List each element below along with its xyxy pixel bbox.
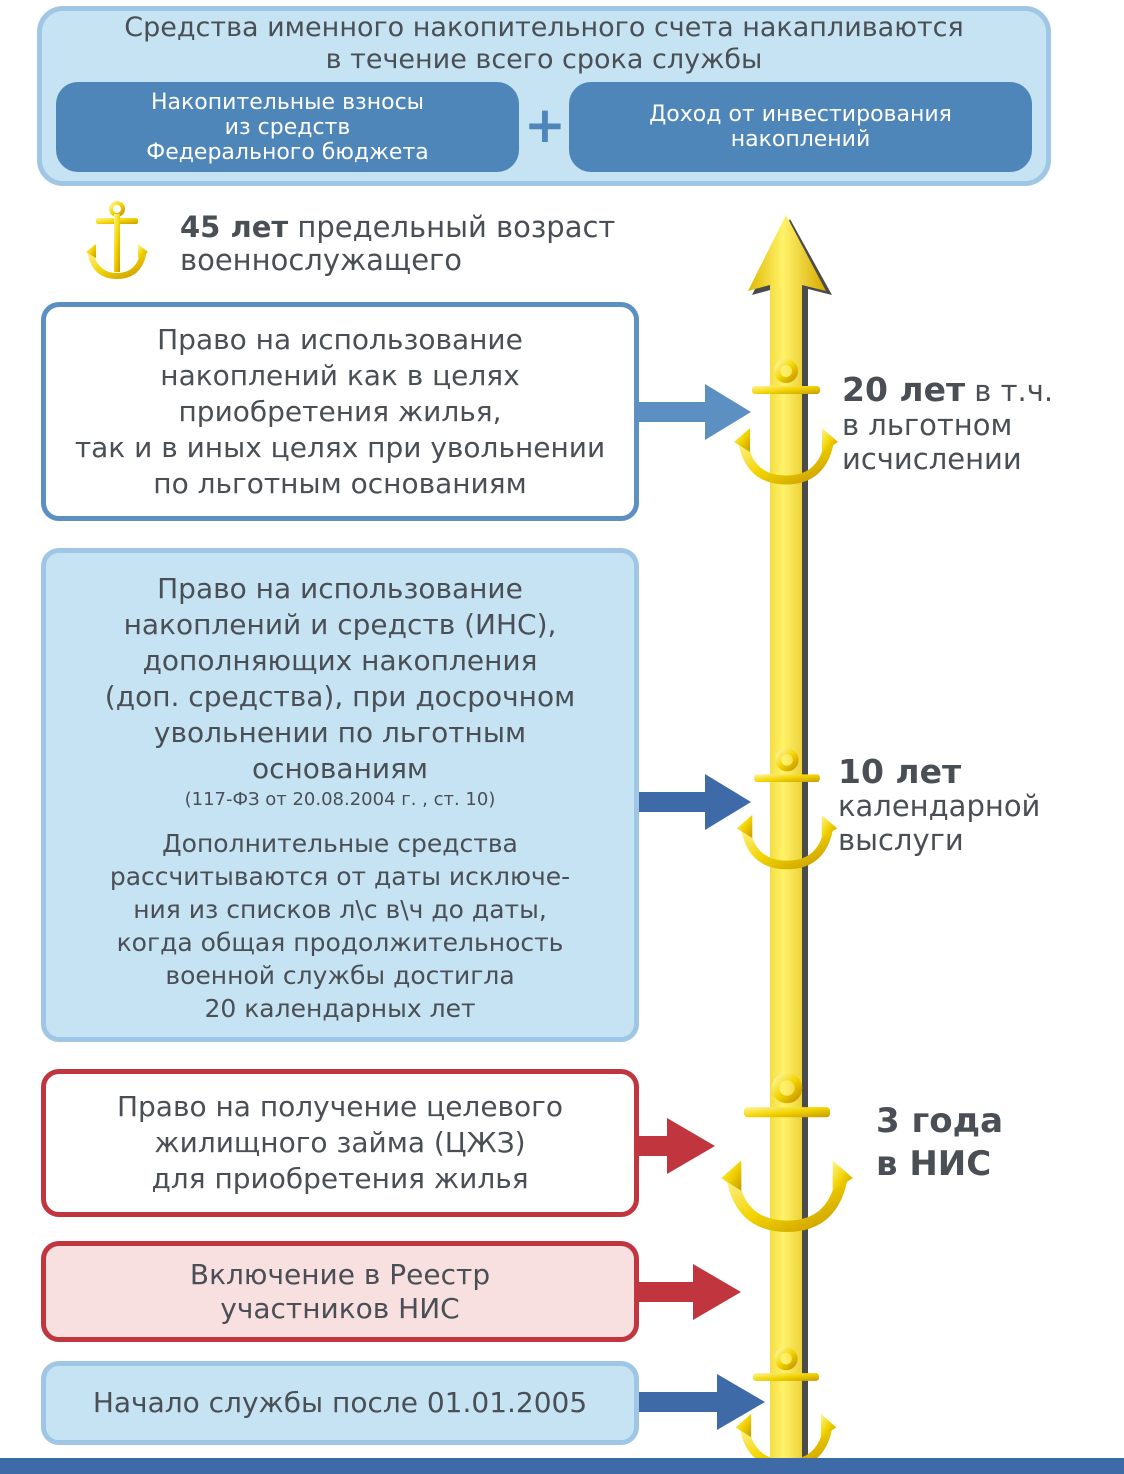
- milestone-3-years: 3 года в НИС: [876, 1100, 1076, 1186]
- bottom-bar: [0, 1458, 1124, 1474]
- anchor-icon: [734, 359, 838, 485]
- service-start-box: Начало службы после 01.01.2005: [41, 1361, 639, 1445]
- milestone-10-line2: календарной: [838, 789, 1041, 823]
- milestone-3-line1: 3 года: [876, 1101, 1004, 1141]
- panel-title-line2: в течение всего срока службы: [325, 44, 763, 75]
- box3-line: Право на получение целевого: [116, 1090, 564, 1123]
- milestone-3-line2: в НИС: [876, 1144, 992, 1184]
- contributions-line1: Накопительные взносы: [150, 89, 425, 115]
- box5-line: Начало службы после 01.01.2005: [92, 1386, 588, 1419]
- milestone-20-years: 20 лет в т.ч. в льготном исчислении: [842, 370, 1122, 477]
- box1-line: так и в иных целях при увольнении: [74, 430, 606, 464]
- right-box-housing-and-other: Право на использование накоплений как в …: [41, 302, 639, 521]
- box1-line: по льготным основаниям: [153, 466, 527, 500]
- law-reference: (117-ФЗ от 20.08.2004 г. , ст. 10): [184, 789, 496, 810]
- milestone-20-value: 20 лет: [842, 370, 966, 409]
- contributions-line3: Федерального бюджета: [146, 139, 429, 165]
- box3-line: для приобретения жилья: [151, 1162, 529, 1195]
- contributions-line2: из средств: [224, 114, 351, 140]
- box2-extra-line: Дополнительные средства: [162, 829, 518, 858]
- box4-line: Включение в Реестр: [189, 1257, 491, 1291]
- box2-line: увольнении по льготным: [153, 716, 527, 749]
- max-age-line2: военнослужащего: [180, 243, 463, 277]
- registry-inclusion-box: Включение в Реестр участников НИС: [41, 1241, 639, 1342]
- box2-line: Право на использование: [157, 572, 523, 605]
- income-line1: Доход от инвестирования: [649, 102, 952, 127]
- milestone-20-rest: в т.ч.: [965, 374, 1054, 408]
- box1-line: Право на использование: [157, 322, 523, 356]
- box1-line: приобретения жилья,: [178, 394, 502, 428]
- box2-extra-line: когда общая продолжительность: [116, 928, 564, 957]
- box2-line: основаниям: [251, 752, 429, 785]
- right-box-additional-funds: Право на использование накоплений и сред…: [41, 548, 639, 1042]
- anchor-icon: [86, 201, 148, 280]
- arrow-right-icon: [639, 774, 751, 830]
- box4-line: участников НИС: [220, 1291, 460, 1325]
- investment-income-pill: Доход от инвестирования накоплений: [569, 82, 1032, 172]
- box2-extra-line: 20 календарных лет: [204, 994, 476, 1023]
- box2-extra-line: ния из списков л\с в\ч до даты,: [133, 895, 547, 924]
- right-box-housing-loan: Право на получение целевого жилищного за…: [41, 1069, 639, 1217]
- anchor-icon: [721, 1072, 853, 1232]
- max-age-value: 45 лет: [180, 210, 289, 244]
- milestone-10-years: 10 лет календарной выслуги: [838, 752, 1118, 858]
- box2-line: накоплений и средств (ИНС),: [123, 608, 557, 641]
- timeline-arrow-up-icon: [748, 215, 832, 1465]
- milestone-10-line3: выслуги: [838, 823, 964, 857]
- arrow-right-icon: [639, 1264, 741, 1320]
- contributions-pill: Накопительные взносы из средств Федераль…: [56, 82, 519, 172]
- milestone-20-line3: исчислении: [842, 442, 1022, 476]
- plus-icon: +: [524, 96, 566, 154]
- arrow-right-icon: [639, 384, 751, 440]
- income-line2: накоплений: [730, 127, 871, 152]
- panel-title-line1: Средства именного накопительного счета н…: [124, 12, 964, 43]
- max-age-text: предельный возраст: [288, 210, 616, 244]
- arrow-right-icon: [639, 1374, 765, 1430]
- box2-extra-line: военной службы достигла: [165, 961, 515, 990]
- box3-line: жилищного займа (ЦЖЗ): [154, 1126, 526, 1159]
- arrow-right-icon: [639, 1118, 715, 1174]
- panel-title: Средства именного накопительного счета н…: [60, 12, 1028, 76]
- box1-line: накоплений как в целях: [160, 358, 520, 392]
- box2-line: дополняющих накопления: [142, 644, 538, 677]
- anchor-icon: [736, 748, 838, 870]
- milestone-20-line2: в льготном: [842, 408, 1013, 442]
- box2-line: (доп. средства), при досрочном: [104, 680, 576, 713]
- max-age-label: 45 лет предельный возраст военнослужащег…: [180, 211, 700, 277]
- box2-extra-line: рассчитываются от даты исключе-: [109, 862, 571, 891]
- milestone-10-value: 10 лет: [838, 752, 962, 791]
